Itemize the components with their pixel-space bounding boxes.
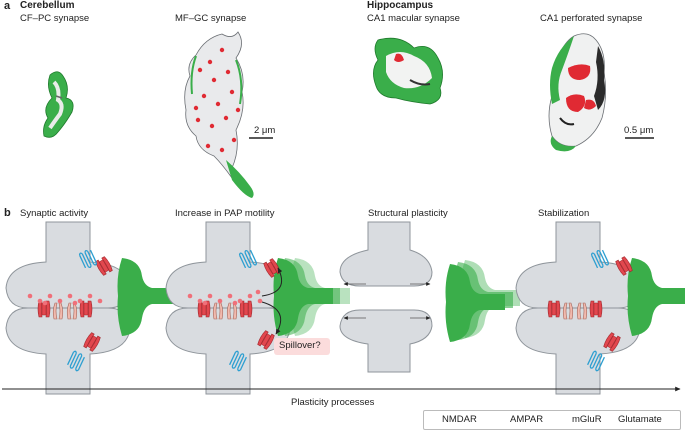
synapse-site-dot <box>205 143 211 149</box>
synapse-site-dot <box>215 101 221 107</box>
legend-nmdar-label: NMDAR <box>442 414 477 425</box>
stage-4-synapse <box>515 221 685 395</box>
glutamate-dot <box>197 298 203 304</box>
glutamate-dot <box>42 300 48 306</box>
legend <box>423 410 681 430</box>
glutamate-dot <box>187 293 193 299</box>
stage-synaptic-activity: Synaptic activity <box>20 208 89 219</box>
glutamate-dot <box>87 293 93 299</box>
glutamate-dot <box>72 300 78 306</box>
spillover-box <box>274 338 330 355</box>
glutamate-dot <box>27 293 33 299</box>
legend-mglur-label: mGluR <box>572 414 602 425</box>
synapse-site-dot <box>201 93 207 99</box>
glutamate-dot <box>202 300 208 306</box>
mf-gc-reconstruction <box>184 31 254 198</box>
glutamate-dot <box>237 298 243 304</box>
scale-bar-2um-label: 2 μm <box>254 125 276 136</box>
synapse-site-dot <box>195 117 201 123</box>
glutamate-dot <box>77 298 83 304</box>
synapse-site-dot <box>197 67 203 73</box>
cf-pc-synapse-label: CF–PC synapse <box>20 13 90 24</box>
synapse-site-dot <box>219 147 225 153</box>
stage-2-synapse <box>165 221 350 395</box>
glutamate-dot <box>217 298 223 304</box>
glutamate-dot <box>247 293 253 299</box>
synapse-site-dot <box>223 115 229 121</box>
synapse-site-dot <box>235 107 241 113</box>
glutamate-dot <box>57 298 63 304</box>
scale-bar-05um-label: 0.5 μm <box>624 125 654 136</box>
legend-ampar-label: AMPAR <box>510 414 544 425</box>
synapse-site-dot <box>225 69 231 75</box>
stage-structural-plasticity: Structural plasticity <box>368 208 448 219</box>
synapse-site-dot <box>219 47 225 53</box>
synapse-site-dot <box>231 137 237 143</box>
glutamate-dot <box>47 293 53 299</box>
glutamate-dot <box>257 298 263 304</box>
spillover-label: Spillover? <box>279 340 321 351</box>
stage-3-synapse <box>339 221 520 373</box>
stage-1-synapse <box>5 221 177 395</box>
ca1-perforated-synapse-label: CA1 perforated synapse <box>540 13 643 24</box>
glutamate-dot <box>207 293 213 299</box>
stage-pap-motility: Increase in PAP motility <box>175 208 275 219</box>
glutamate-dot <box>67 293 73 299</box>
hippocampus-heading: Hippocampus <box>367 0 434 11</box>
ca1-macular-synapse-label: CA1 macular synapse <box>367 13 460 24</box>
glutamate-dot <box>232 300 238 306</box>
synapse-site-dot <box>211 77 217 83</box>
stage-stabilization: Stabilization <box>538 208 590 219</box>
synapse-site-dot <box>193 105 199 111</box>
mf-gc-synapse-label: MF–GC synapse <box>175 13 247 24</box>
panel-a-letter: a <box>4 0 11 12</box>
synapse-site-dot <box>229 89 235 95</box>
ca1-perforated-reconstruction <box>548 33 606 152</box>
glutamate-dot <box>37 298 43 304</box>
cerebellum-heading: Cerebellum <box>20 0 75 11</box>
axis-label-plasticity-processes: Plasticity processes <box>291 397 375 408</box>
legend-glutamate-label: Glutamate <box>618 414 662 425</box>
panel-b-letter: b <box>4 207 11 219</box>
glutamate-dot <box>255 289 261 295</box>
astrocyte-process <box>627 258 685 336</box>
glutamate-dot <box>227 293 233 299</box>
glutamate-dot <box>97 298 103 304</box>
synapse-site-dot <box>207 59 213 65</box>
cf-pc-reconstruction <box>43 71 74 138</box>
ca1-macular-reconstruction <box>373 37 443 105</box>
synapse-site-dot <box>209 123 215 129</box>
